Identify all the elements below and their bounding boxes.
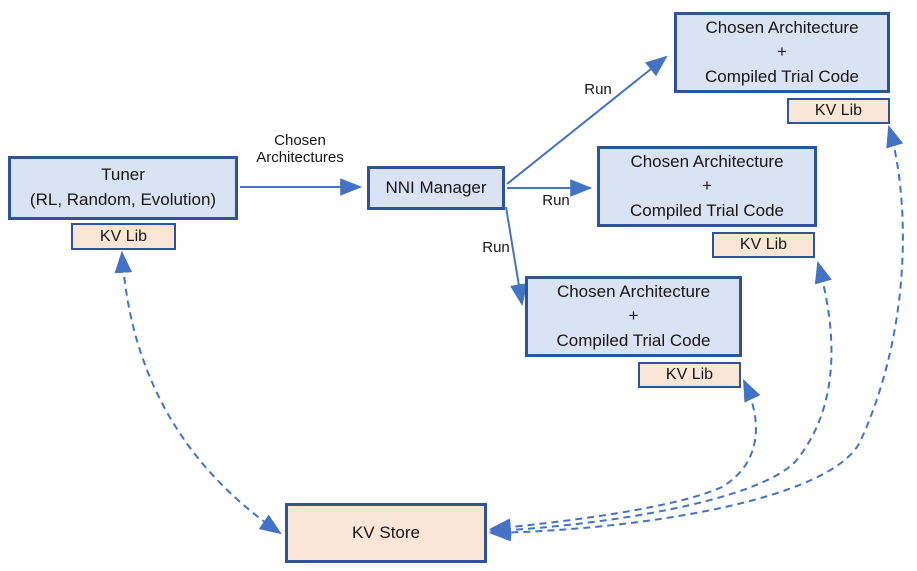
trial-line3: Compiled Trial Code xyxy=(556,330,711,350)
kv-lib-label: KV Lib xyxy=(739,236,788,254)
edge-label-line2: Architectures xyxy=(256,149,344,166)
trial-box-top: Chosen Architecture + Compiled Trial Cod… xyxy=(674,12,890,93)
kv-lib-label: KV Lib xyxy=(665,366,714,384)
trial-line1: Chosen Architecture xyxy=(556,281,711,301)
trial-line2: + xyxy=(628,306,639,326)
dashed-link-kvlib-top-kvstore xyxy=(488,124,904,542)
trial-box-middle: Chosen Architecture + Compiled Trial Cod… xyxy=(597,146,817,227)
kv-store-label: KV Store xyxy=(351,522,421,542)
edge-label-chosen-architectures: Chosen Architectures xyxy=(245,132,355,166)
tuner-title: Tuner xyxy=(101,165,145,185)
edge-label-run-middle: Run xyxy=(542,192,570,209)
nni-manager-label: NNI Manager xyxy=(385,177,487,197)
dashed-link-kvlib-bottom-kvstore xyxy=(488,379,761,536)
trial-line1: Chosen Architecture xyxy=(705,17,859,37)
kv-lib-bottom-box: KV Lib xyxy=(638,362,741,388)
edge-label-run-bottom: Run xyxy=(482,239,510,256)
dashed-link-tunerkvlib-kvstore xyxy=(114,250,282,535)
trial-line2: + xyxy=(702,176,712,196)
edge-label-line1: Chosen xyxy=(274,132,326,149)
kv-lib-top-box: KV Lib xyxy=(787,98,890,124)
trial-line3: Compiled Trial Code xyxy=(704,66,859,86)
tuner-subtitle: (RL, Random, Evolution) xyxy=(29,190,217,209)
nni-manager-box: NNI Manager xyxy=(367,166,505,210)
kv-store-box: KV Store xyxy=(285,503,487,563)
trial-box-bottom: Chosen Architecture + Compiled Trial Cod… xyxy=(525,276,742,357)
kv-lib-tuner-box: KV Lib xyxy=(71,223,176,250)
kv-lib-middle-box: KV Lib xyxy=(712,232,815,258)
kv-lib-label: KV Lib xyxy=(814,102,863,120)
trial-line3: Compiled Trial Code xyxy=(629,200,784,220)
edge-label-run-top: Run xyxy=(584,81,612,98)
trial-line2: + xyxy=(777,42,787,62)
tuner-box: Tuner (RL, Random, Evolution) xyxy=(8,156,238,220)
trial-line1: Chosen Architecture xyxy=(630,151,784,171)
kv-lib-label: KV Lib xyxy=(99,227,148,245)
